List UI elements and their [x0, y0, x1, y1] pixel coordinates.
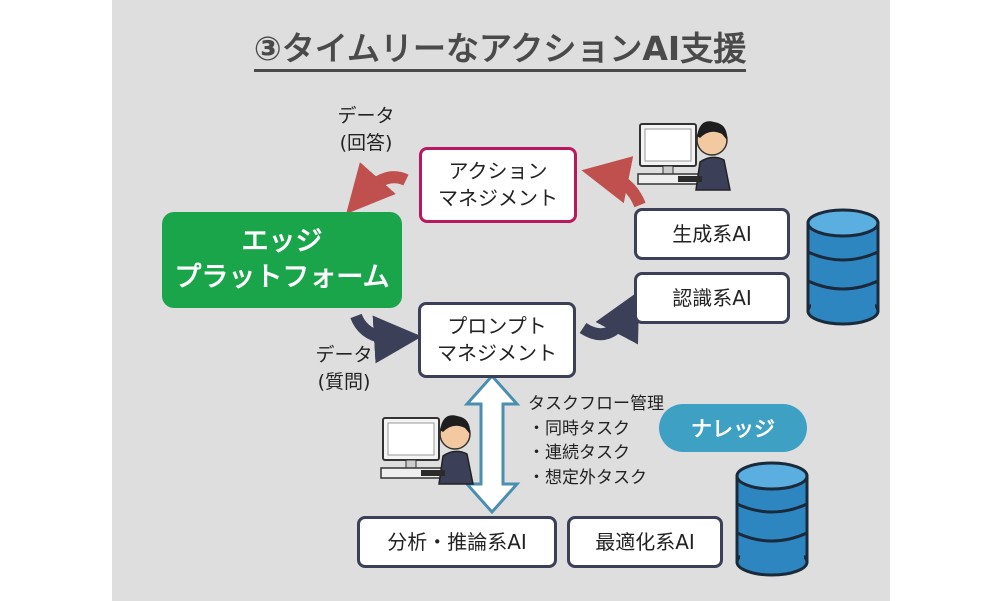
edge-platform-line2: プラットフォーム [174, 262, 390, 293]
action-management-box: アクション マネジメント [419, 147, 577, 223]
optimization-ai-box: 最適化系AI [567, 516, 723, 568]
knowledge-badge: ナレッジ [659, 404, 807, 452]
arrow-action-to-data-answer [346, 162, 409, 214]
data-question-note: データ (質問) [294, 342, 394, 395]
action-management-line2: マネジメント [438, 186, 558, 210]
data-answer-note: データ (回答) [316, 103, 416, 156]
task-flow-item: ・同時タスク [528, 418, 630, 439]
task-flow-list: タスクフロー管理 ・同時タスク ・連続タスク ・想定外タスク [528, 392, 664, 491]
data-answer-line1: データ [337, 105, 395, 127]
recognition-ai-box: 認識系AI [634, 272, 790, 324]
task-flow-item: ・想定外タスク [528, 467, 647, 488]
double-arrow-icon [463, 373, 521, 515]
optimization-ai-label: 最適化系AI [595, 529, 695, 554]
generative-ai-label: 生成系AI [672, 221, 752, 246]
knowledge-label: ナレッジ [691, 417, 775, 441]
action-management-line1: アクション [448, 159, 548, 183]
arrow-prompt-to-recognition [579, 290, 640, 345]
data-question-line1: データ [315, 344, 373, 366]
person-at-computer-icon [637, 121, 731, 191]
prompt-management-line2: マネジメント [437, 341, 557, 365]
edge-platform-line1: エッジ [241, 225, 323, 257]
analysis-ai-label: 分析・推論系AI [387, 529, 527, 554]
database-icon [735, 461, 809, 577]
edge-platform-box: エッジ プラットフォーム [162, 212, 402, 308]
page-title: ③タイムリーなアクションAI支援 [0, 22, 1000, 72]
arrow-ai-to-action [581, 156, 646, 208]
database-icon [806, 208, 880, 326]
prompt-management-line1: プロンプト [447, 314, 547, 338]
task-flow-heading: タスクフロー管理 [528, 394, 664, 414]
data-question-line2: (質問) [317, 370, 371, 393]
data-answer-line2: (回答) [339, 131, 393, 154]
recognition-ai-label: 認識系AI [672, 285, 752, 310]
generative-ai-box: 生成系AI [634, 208, 790, 260]
task-flow-item: ・連続タスク [528, 443, 630, 464]
prompt-management-box: プロンプト マネジメント [418, 302, 576, 378]
arrow-question-to-prompt [350, 313, 422, 364]
analysis-ai-box: 分析・推論系AI [357, 516, 557, 568]
person-at-computer-icon [380, 415, 474, 485]
